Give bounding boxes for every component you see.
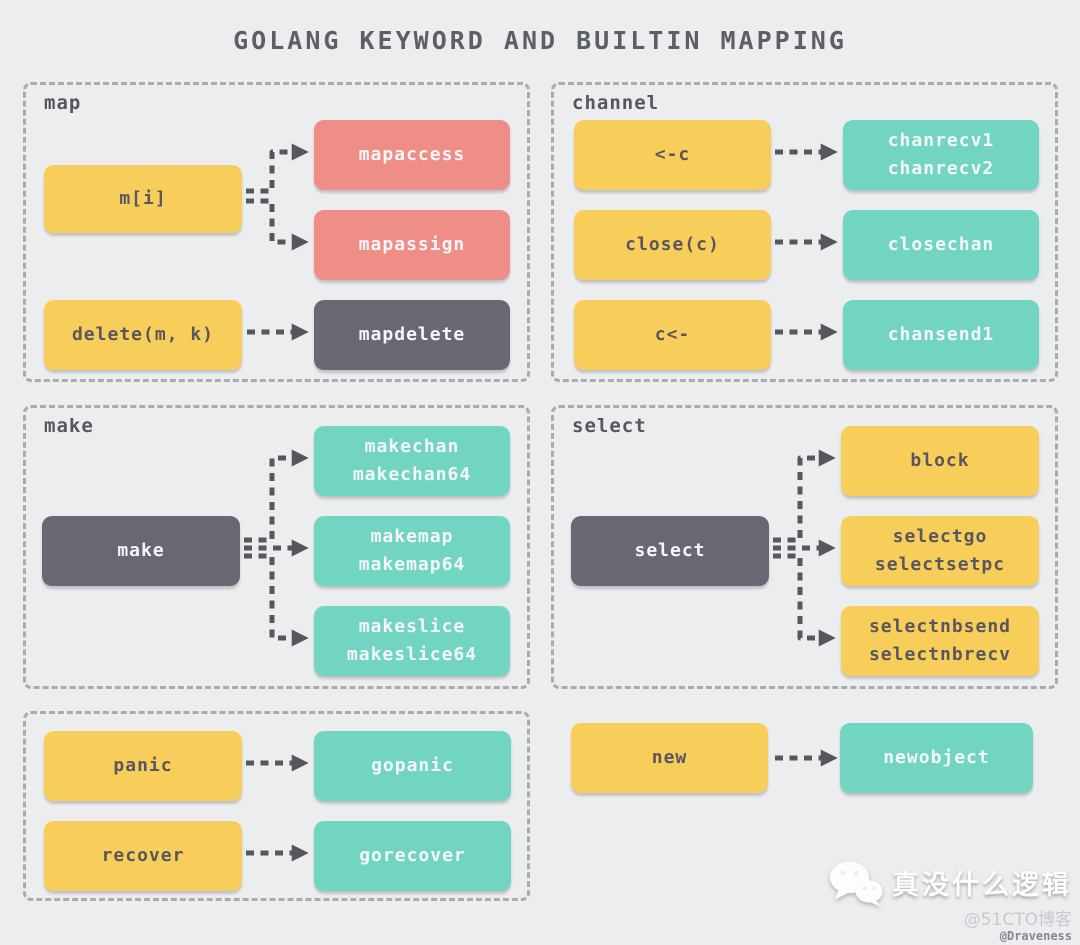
group-channel: channel <-c chanrecv1 chanrecv2 close(c)… <box>551 82 1058 382</box>
group-make: make make makechan makechan64 makemap ma… <box>23 405 530 689</box>
group-select-label: select <box>572 415 647 437</box>
watermark: 真没什么逻辑 @51CTO博客 @Draveness <box>828 859 1072 943</box>
node-m-i: m[i] <box>44 165 242 233</box>
group-select: select select block selectgo selectsetpc… <box>551 405 1058 689</box>
node-gopanic: gopanic <box>314 731 511 801</box>
node-delete-m-k: delete(m, k) <box>44 300 242 370</box>
node-block: block <box>841 426 1039 496</box>
wechat-icon <box>829 861 883 907</box>
node-select: select <box>571 516 769 586</box>
node-panic: panic <box>44 731 242 801</box>
node-newobject: newobject <box>840 723 1033 793</box>
watermark-author: @Draveness <box>999 928 1072 943</box>
node-makemap: makemap makemap64 <box>314 516 510 586</box>
group-panic-recover: panic gopanic recover gorecover <box>23 711 530 901</box>
node-mapdelete: mapdelete <box>314 300 510 370</box>
node-send-c: c<- <box>574 300 771 370</box>
node-chanrecv: chanrecv1 chanrecv2 <box>843 120 1039 190</box>
node-mapaccess: mapaccess <box>314 120 510 190</box>
group-map: map m[i] mapaccess mapassign delete(m, k… <box>23 82 530 382</box>
node-makeslice: makeslice makeslice64 <box>314 606 510 676</box>
node-closechan: closechan <box>843 210 1039 280</box>
node-new: new <box>571 723 768 793</box>
node-close-c: close(c) <box>574 210 771 280</box>
group-new: new newobject <box>551 711 1058 901</box>
group-channel-label: channel <box>572 92 660 114</box>
node-recover: recover <box>44 821 242 891</box>
watermark-credit: @51CTO博客 <box>963 909 1072 930</box>
diagram-title: GOLANG KEYWORD AND BUILTIN MAPPING <box>233 26 847 55</box>
watermark-brand: 真没什么逻辑 <box>892 870 1072 902</box>
node-selectnb: selectnbsend selectnbrecv <box>841 606 1039 676</box>
node-selectgo: selectgo selectsetpc <box>841 516 1039 586</box>
group-make-label: make <box>44 415 94 437</box>
node-mapassign: mapassign <box>314 210 510 280</box>
node-gorecover: gorecover <box>314 821 511 891</box>
node-chansend1: chansend1 <box>843 300 1039 370</box>
node-recv-c: <-c <box>574 120 771 190</box>
group-map-label: map <box>44 92 82 114</box>
node-make: make <box>42 516 240 586</box>
node-makechan: makechan makechan64 <box>314 426 510 496</box>
